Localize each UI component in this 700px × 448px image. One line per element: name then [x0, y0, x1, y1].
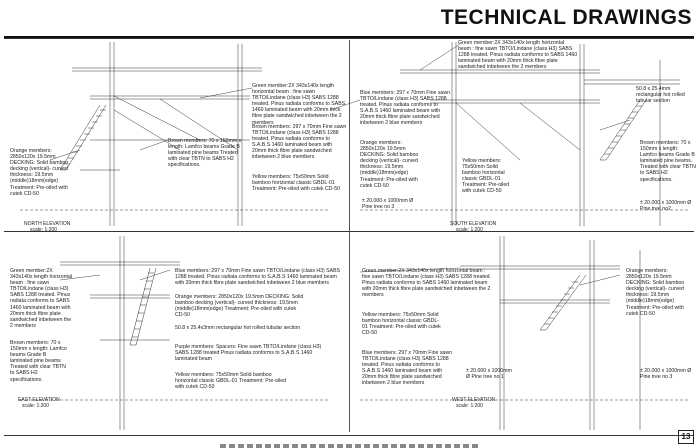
page-title: TECHNICAL DRAWINGS — [440, 6, 692, 29]
west-orange-note: Orange members: 2850x120x 19.5mm DECKING… — [626, 268, 685, 317]
drawing-area — [4, 38, 694, 436]
east-blue-note: Blue members: 297 x 70mm Fine sawn TBTO/… — [175, 268, 341, 287]
west-pine-note-1: ± 20.000 x 1000mm Ø Pine tree no 1 — [466, 368, 512, 381]
west-green-note: Green member:2X 343x140x length horizont… — [362, 268, 491, 299]
east-rect-note: 50.8 x 25.4x3mm rectangular hot rolled t… — [175, 325, 301, 331]
west-pine-note-2: ± 20.000 x 1000mm Ø Pine tree no 3 — [640, 368, 692, 381]
footer-pattern — [220, 444, 480, 448]
south-green-note: Green member:2X 343x140x length horizont… — [458, 40, 578, 71]
east-yellow-note: Yellow members: 75x50mm Solid bamboo hor… — [175, 372, 287, 391]
south-caption: SOUTH ELEVATION — [450, 221, 497, 227]
north-caption: NORTH ELEVATION — [24, 221, 71, 227]
south-scale: scale: 1:200 — [456, 227, 483, 233]
east-scale: scale: 1:200 — [22, 403, 49, 409]
north-orange-note: Orange members: 2850x120x 19.5mm DECKING… — [10, 148, 69, 197]
west-blue-note: Blue members: 297 x 70mm Fine sawn TBTO/… — [362, 350, 452, 387]
vertical-divider — [349, 40, 350, 432]
south-blue-note: Blue members: 297 x 70mm Fine sawn TBTO/… — [360, 90, 450, 127]
west-caption: WEST ELEVATION — [452, 397, 496, 403]
east-green-note: Green member:2X 343x140x length horizont… — [10, 268, 73, 329]
north-green-note: Green member:2X 343x140x length horizont… — [252, 83, 346, 126]
west-scale: scale: 1:200 — [456, 403, 483, 409]
south-brown-note: Brown members: 70 x 150mm x length: Lamf… — [640, 140, 696, 183]
south-pine-note-1: ± 20.000 x 1000mm Ø Pine tree no 3 — [362, 198, 414, 211]
north-yellow-note: Yellow members: 75x50mm Solid bamboo hor… — [252, 174, 341, 193]
west-yellow-note: Yellow members: 75x50mm Solid bamboo hor… — [362, 312, 441, 337]
page-number: 13 — [678, 430, 694, 444]
north-brown-left-note: Brown members: 70 x 150mm x length: Lamf… — [168, 138, 242, 169]
east-purple-note: Purple members: Spacers: Fine sawn TBTO/… — [175, 344, 322, 363]
south-pine-note-2: ± 20.000 x 1000mm Ø Pine tree no2 — [640, 200, 692, 213]
south-orange-note: Orange members: 2850x120x 19.5mm DECKING… — [360, 140, 419, 189]
east-brown-note: Brown members: 70 x 150mm x length: Lamf… — [10, 340, 67, 383]
east-orange-note: Orange members: 2850x120x 19.5mm DECKING… — [175, 294, 304, 319]
title-underline — [4, 36, 694, 38]
east-caption: EAST ELEVATION — [18, 397, 60, 403]
south-yellow-note: Yellow members: 75x50mm Solid bamboo hor… — [462, 158, 510, 195]
south-rect-note: 50.8 x 25.4mm rectangular hot rolled tub… — [636, 86, 685, 105]
north-brown-center-note: Brown members: 297 x 70mm Fine sawn TBTO… — [252, 124, 347, 161]
north-scale: scale: 1:200 — [30, 227, 57, 233]
